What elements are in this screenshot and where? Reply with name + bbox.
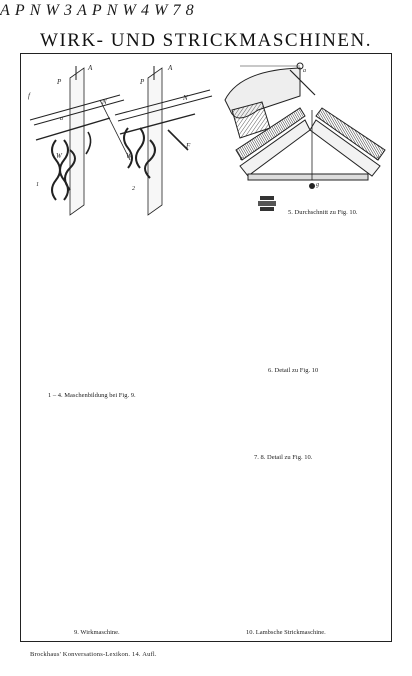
caption-fig10: 10. Lambsche Strickmaschine. bbox=[246, 629, 326, 636]
fig5-label-g: g bbox=[316, 182, 319, 188]
fig4-number: 4 bbox=[140, 2, 149, 19]
fig4-label-N: N bbox=[106, 2, 118, 19]
fig5-label-c: c bbox=[240, 156, 243, 162]
fig3-label-P: P bbox=[14, 2, 25, 19]
fig1-label-N: N bbox=[101, 98, 107, 106]
fig1-number: 1 bbox=[36, 182, 39, 188]
fig1-label-f: f bbox=[28, 92, 31, 100]
fig2-number: 2 bbox=[132, 186, 135, 192]
fig1-label-A: A bbox=[87, 64, 93, 72]
plate-frame-right bbox=[391, 53, 392, 641]
figure-5-cross-section bbox=[224, 62, 386, 211]
caption-fig1-4: 1 – 4. Maschenbildung bei Fig. 9. bbox=[48, 392, 136, 399]
figure-1-loop-formation bbox=[29, 66, 131, 216]
fig3-label-N: N bbox=[29, 2, 41, 19]
title-rule bbox=[20, 53, 392, 54]
fig5-label-d: d bbox=[376, 156, 380, 162]
fig4-label-W: W bbox=[122, 2, 136, 19]
fig2-label-A: A bbox=[167, 64, 173, 72]
caption-fig9: 9. Wirkmaschine. bbox=[74, 629, 120, 636]
fig4-label-P: P bbox=[91, 2, 102, 19]
fig2-label-N: N bbox=[182, 94, 188, 102]
fig3-label-W: W bbox=[45, 2, 59, 19]
figure-2-loop-formation bbox=[114, 66, 213, 216]
caption-fig5: 5. Durchschnitt zu Fig. 10. bbox=[288, 209, 358, 216]
plate-frame-bottom bbox=[20, 641, 392, 642]
fig6-label-W: W bbox=[154, 2, 168, 19]
caption-fig7-8: 7. 8. Detail zu Fig. 10. bbox=[254, 454, 313, 461]
fig7-number: 7 bbox=[172, 2, 181, 19]
fig1-label-a: a bbox=[60, 116, 63, 122]
fig2-label-F: F bbox=[185, 142, 191, 150]
page-footer: Brockhaus' Konversations-Lexikon. 14. Au… bbox=[30, 651, 157, 658]
fig2-label-P: P bbox=[139, 78, 145, 86]
fig4-label-A: A bbox=[77, 2, 87, 19]
fig5-label-a: a bbox=[303, 68, 306, 74]
fig8-number: 8 bbox=[185, 2, 194, 19]
plate-frame-left bbox=[20, 53, 21, 641]
page-title: WIRK- UND STRICKMASCHINEN. bbox=[40, 30, 372, 51]
fig1-label-P: P bbox=[56, 78, 62, 86]
caption-fig6: 6. Detail zu Fig. 10 bbox=[268, 367, 319, 374]
fig2-label-W: W bbox=[126, 152, 133, 160]
fig3-label-A: A bbox=[0, 2, 10, 19]
fig3-number: 3 bbox=[63, 2, 72, 19]
fig1-label-W: W bbox=[56, 152, 63, 160]
